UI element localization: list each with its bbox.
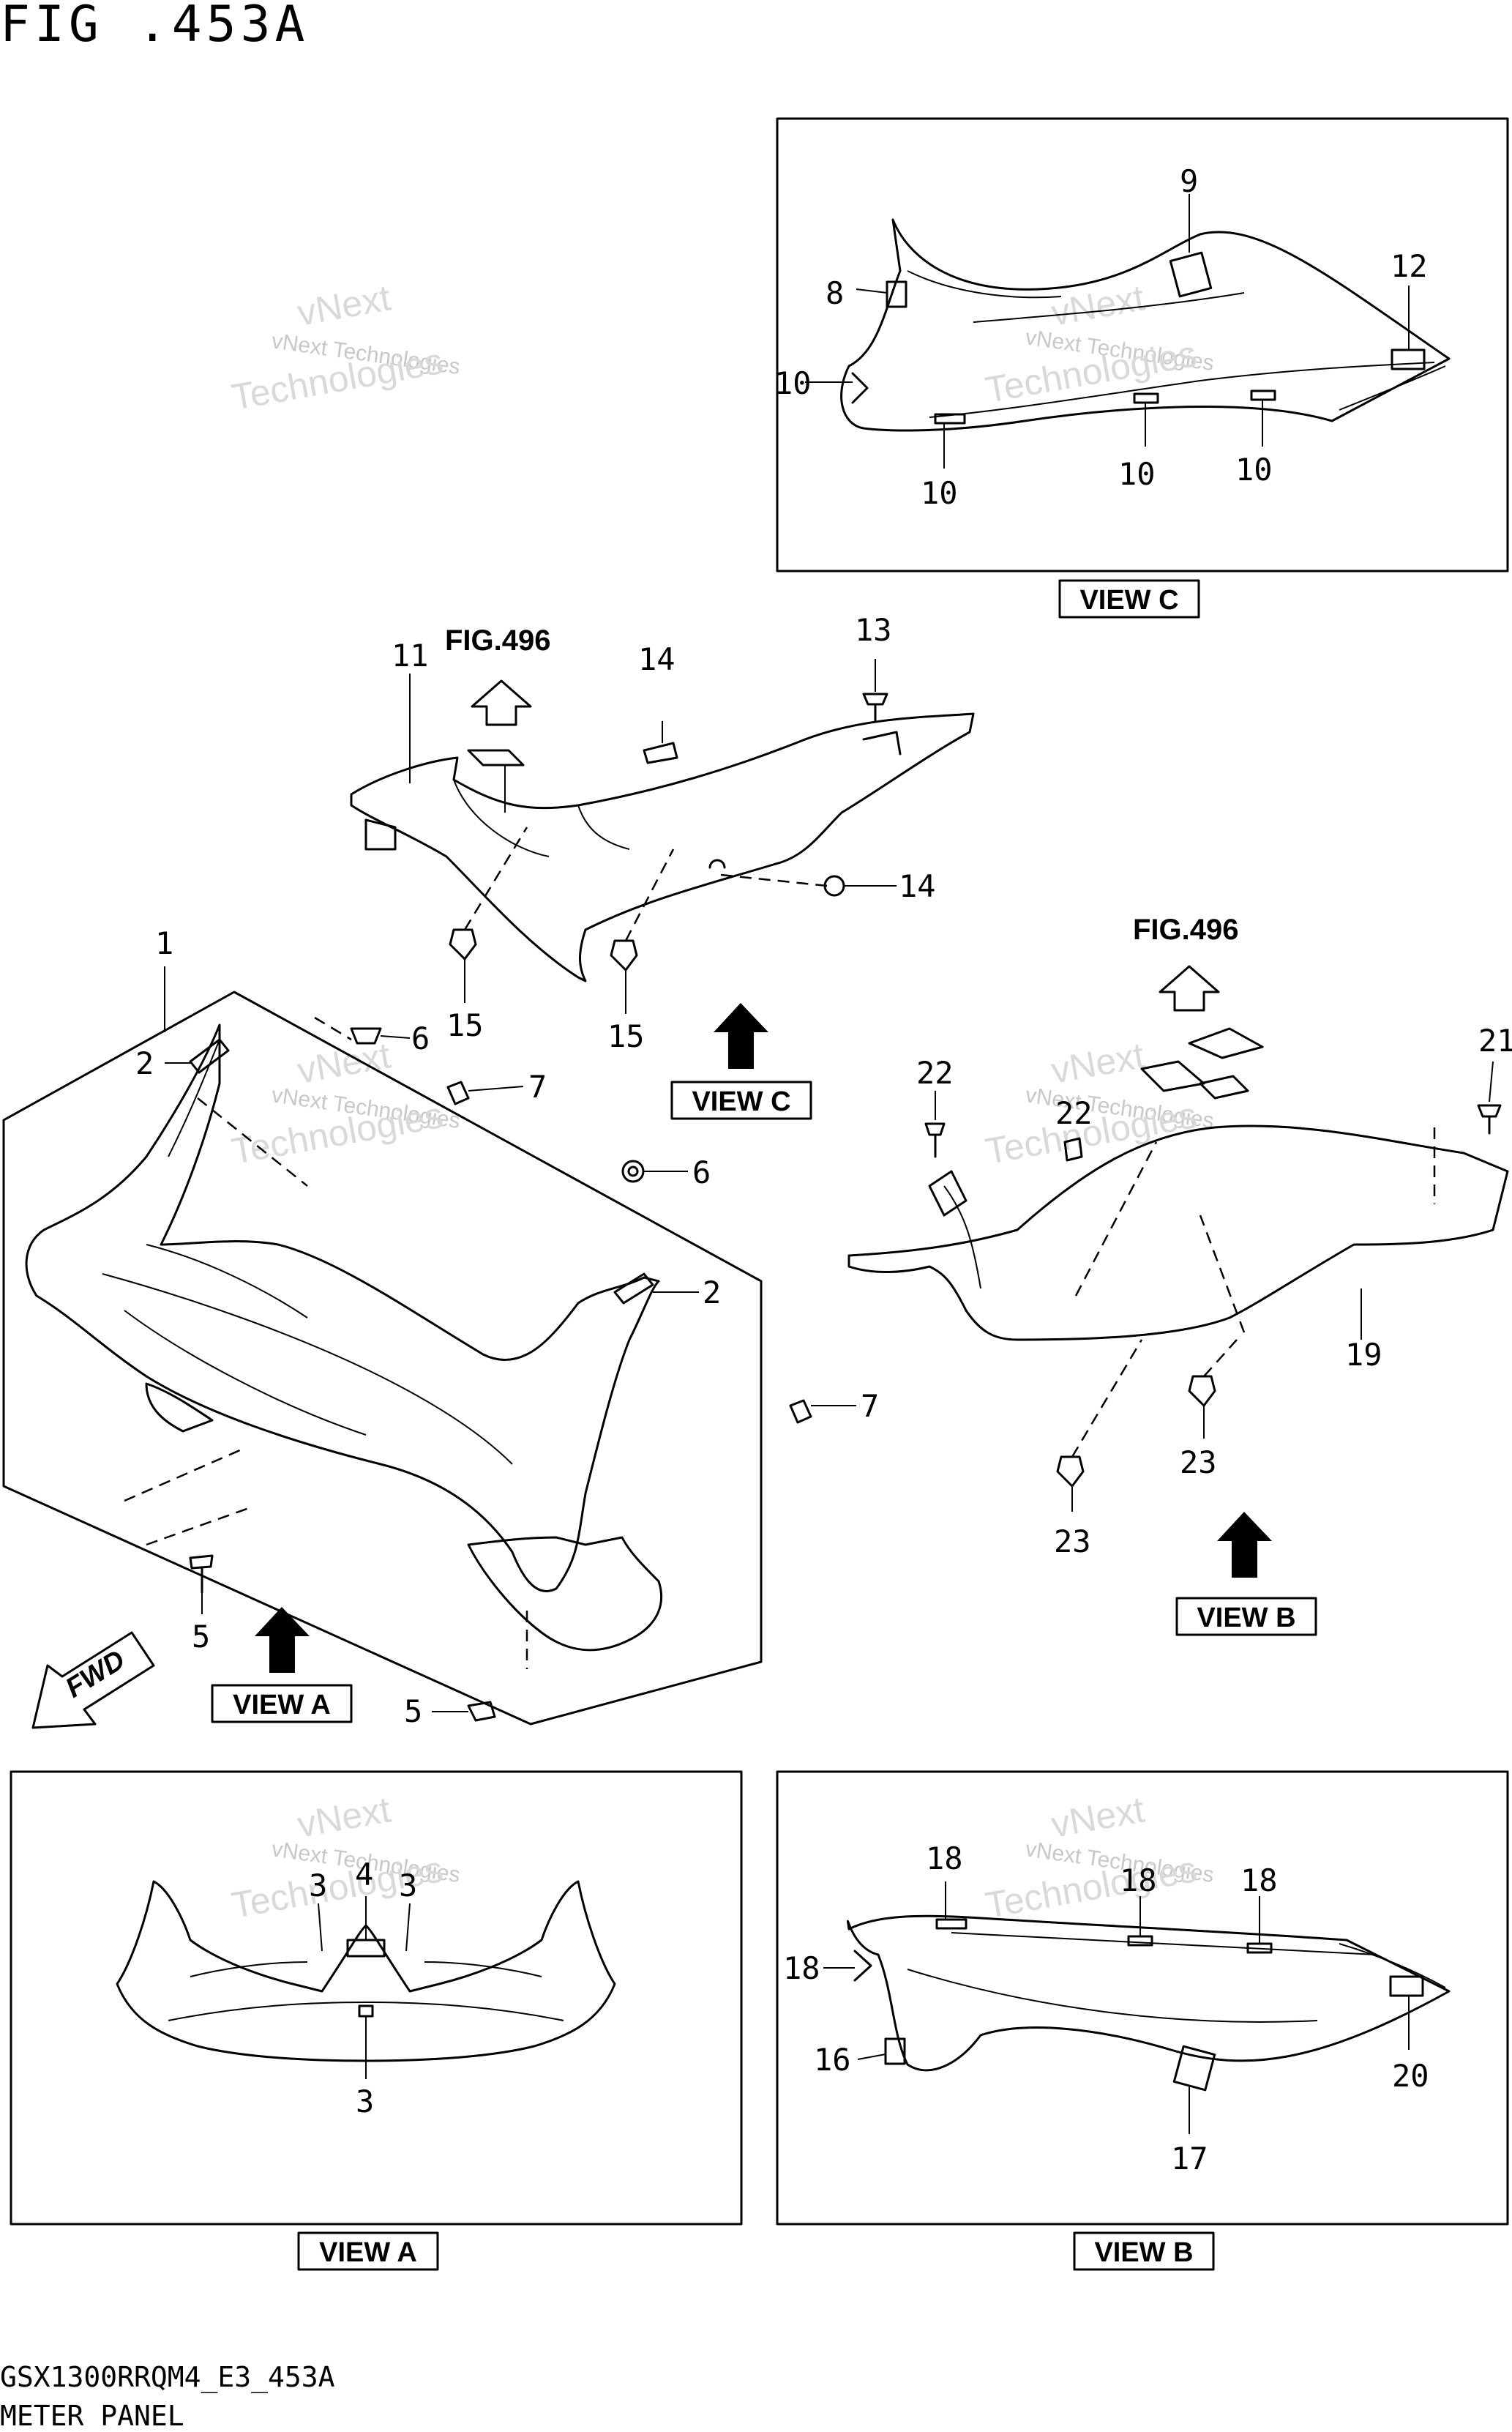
callout-18b: 18	[1120, 1862, 1157, 1898]
callout-18d: 18	[783, 1950, 820, 1986]
callout-10d: 10	[1235, 452, 1273, 488]
callout-10a: 10	[774, 365, 812, 401]
callout-15b: 15	[607, 1018, 645, 1054]
callout-6a: 6	[411, 1021, 430, 1056]
callout-14b: 14	[899, 868, 936, 904]
callout-8: 8	[826, 275, 844, 311]
callout-23b: 23	[1054, 1523, 1091, 1559]
callout-22a: 22	[916, 1055, 954, 1091]
svg-text:VIEW C: VIEW C	[1079, 585, 1178, 616]
callout-20: 20	[1392, 2058, 1429, 2094]
callout-10c: 10	[1118, 456, 1156, 492]
part-11-assembly: FIG.496 11 14 13 14 15 15	[350, 612, 975, 1054]
watermark-4: vNext Technologies vNext Technologies	[982, 1034, 1216, 1171]
fwd-arrow-icon: FWD	[31, 1631, 155, 1729]
callout-15a: 15	[446, 1007, 484, 1043]
callout-3b: 3	[399, 1868, 417, 1903]
svg-text:VIEW A: VIEW A	[319, 2237, 417, 2268]
view-a-label-box: VIEW A	[297, 2231, 439, 2271]
svg-text:vNext: vNext	[294, 277, 394, 333]
view-b-detail: 18 18 18 18 16 17 20	[776, 1770, 1509, 2226]
view-c-detail: 9 12 8 10 10 10 10	[774, 117, 1509, 572]
callout-23a: 23	[1180, 1444, 1217, 1480]
figure-title: FIG .453A	[0, 0, 310, 53]
callout-19: 19	[1345, 1337, 1382, 1373]
callout-1: 1	[155, 925, 173, 961]
svg-text:vNext: vNext	[1048, 1788, 1148, 1845]
part-19-assembly: FIG.496 22 22 21 19 23 23	[847, 914, 1512, 1559]
view-a-arrow: VIEW A	[211, 1607, 353, 1723]
svg-text:vNext: vNext	[1048, 1034, 1148, 1091]
svg-text:VIEW A: VIEW A	[233, 1690, 331, 1720]
watermark-5: vNext Technologies vNext Technologies	[228, 1788, 462, 1925]
view-c-arrow: VIEW C	[670, 1003, 812, 1120]
callout-18a: 18	[926, 1840, 963, 1876]
svg-text:FWD: FWD	[61, 1644, 131, 1704]
watermark-1: vNext Technologies vNext Technologies	[228, 277, 462, 417]
svg-text:VIEW B: VIEW B	[1094, 2237, 1193, 2268]
svg-text:vNext: vNext	[294, 1034, 394, 1091]
callout-11: 11	[392, 638, 429, 674]
callout-2a: 2	[135, 1045, 154, 1081]
callout-3a: 3	[309, 1868, 327, 1903]
callout-3c: 3	[356, 2084, 374, 2119]
svg-text:vNext: vNext	[294, 1788, 394, 1845]
watermark-6: vNext Technologies vNext Technologies	[982, 1788, 1216, 1925]
callout-12: 12	[1391, 248, 1428, 284]
part-1-assembly: 1 2 6 7 6 2 7 5 5	[2, 925, 879, 1729]
callout-2b: 2	[703, 1275, 721, 1310]
footer-code: GSX1300RRQM4_E3_453A	[0, 2361, 335, 2393]
callout-5b: 5	[404, 1693, 422, 1729]
callout-22b: 22	[1055, 1095, 1093, 1131]
view-a-detail: 3 4 3 3	[10, 1770, 743, 2226]
callout-4: 4	[355, 1857, 373, 1892]
callout-10b: 10	[921, 475, 958, 511]
view-c-label-box: VIEW C	[1058, 579, 1200, 619]
callout-5a: 5	[192, 1619, 210, 1655]
callout-17: 17	[1171, 2141, 1208, 2177]
callout-7a: 7	[528, 1069, 547, 1105]
view-b-arrow: VIEW B	[1175, 1512, 1317, 1636]
fig-ref-1: FIG.496	[445, 624, 551, 657]
callout-18c: 18	[1240, 1862, 1278, 1898]
fig-ref-2: FIG.496	[1133, 914, 1239, 946]
callout-16: 16	[814, 2042, 851, 2078]
callout-6b: 6	[692, 1155, 711, 1190]
svg-text:vNext: vNext	[1048, 277, 1148, 333]
callout-13: 13	[855, 612, 892, 648]
callout-7b: 7	[861, 1388, 879, 1424]
svg-text:VIEW B: VIEW B	[1197, 1603, 1295, 1633]
callout-14a: 14	[638, 641, 675, 677]
footer-part-group: METER PANEL	[0, 2400, 184, 2432]
svg-text:VIEW C: VIEW C	[692, 1086, 790, 1117]
callout-9: 9	[1180, 163, 1198, 199]
callout-21: 21	[1478, 1023, 1512, 1059]
view-b-label-box: VIEW B	[1073, 2231, 1215, 2271]
